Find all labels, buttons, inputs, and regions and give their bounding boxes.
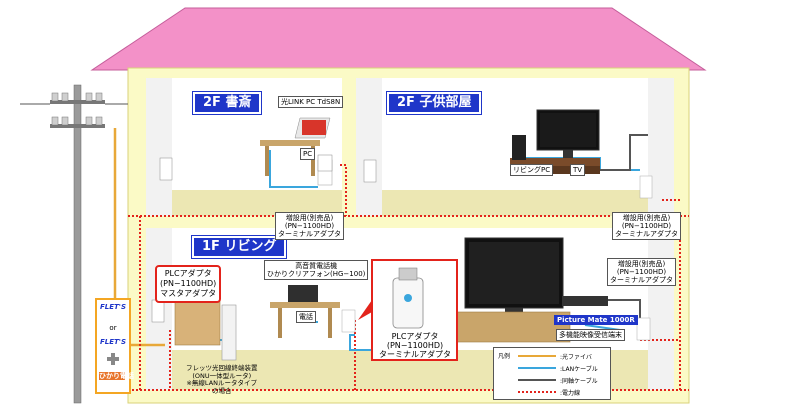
label-pc: PC — [300, 148, 316, 160]
flets-or: or — [109, 324, 117, 332]
room-title-1f-living: 1F リビング — [192, 236, 287, 258]
flets-panel: FLET'S or FLET'S ひかり電話 — [95, 298, 134, 394]
label-plc-terminal: PLCアダプタ (PN−1100HD) ターミナルアダプタ — [379, 332, 451, 359]
room-title-2f-kids: 2F 子供部屋 — [387, 92, 482, 114]
label-living-pc: リビングPC — [510, 164, 554, 176]
hikari-phone: ひかり電話 — [99, 372, 134, 380]
label-onu-note: フレッツ光回線終端装置 (ONU一体型ルータ) ※無線LANルータタイプ の場合 — [186, 364, 258, 395]
legend: 凡例 :光ファイバ :LANケーブル :同軸ケーブル :電力線 — [493, 347, 611, 400]
room-title-2f-study: 2F 書斎 — [193, 92, 262, 114]
legend-title: 凡例 — [498, 353, 511, 360]
plus-icon — [107, 353, 119, 365]
flets-top: FLET'S — [100, 303, 126, 311]
label-phone: 電話 — [296, 311, 316, 323]
label-phone-device: 高音質電話機 ひかりクリアフォン(HG−100) — [264, 260, 369, 280]
floor-kids — [356, 190, 674, 216]
label-terminal-2f-right: 増設用(別売品) (PN−1100HD) ターミナルアダプタ — [612, 212, 681, 240]
label-plc-master: PLCアダプタ (PN−1100HD) マスタアダプタ — [155, 265, 222, 303]
utility-pole — [73, 84, 82, 404]
flets-bottom: FLET'S — [100, 338, 126, 346]
power-lines — [128, 164, 689, 391]
label-picture-mate: Picture Mate 1000R — [554, 315, 638, 325]
label-terminal-2f-left: 増設用(別売品) (PN−1100HD) ターミナルアダプタ — [275, 212, 344, 240]
label-multi-terminal: 多機能映像受信端末 — [556, 329, 625, 341]
label-terminal-1f-right: 増設用(別売品) (PN−1100HD) ターミナルアダプタ — [607, 258, 676, 286]
label-tv: TV — [570, 164, 586, 176]
floor-study — [146, 190, 342, 216]
label-hikari-pc: 光LINK PC TdS8N — [278, 96, 344, 108]
roof — [90, 7, 707, 71]
